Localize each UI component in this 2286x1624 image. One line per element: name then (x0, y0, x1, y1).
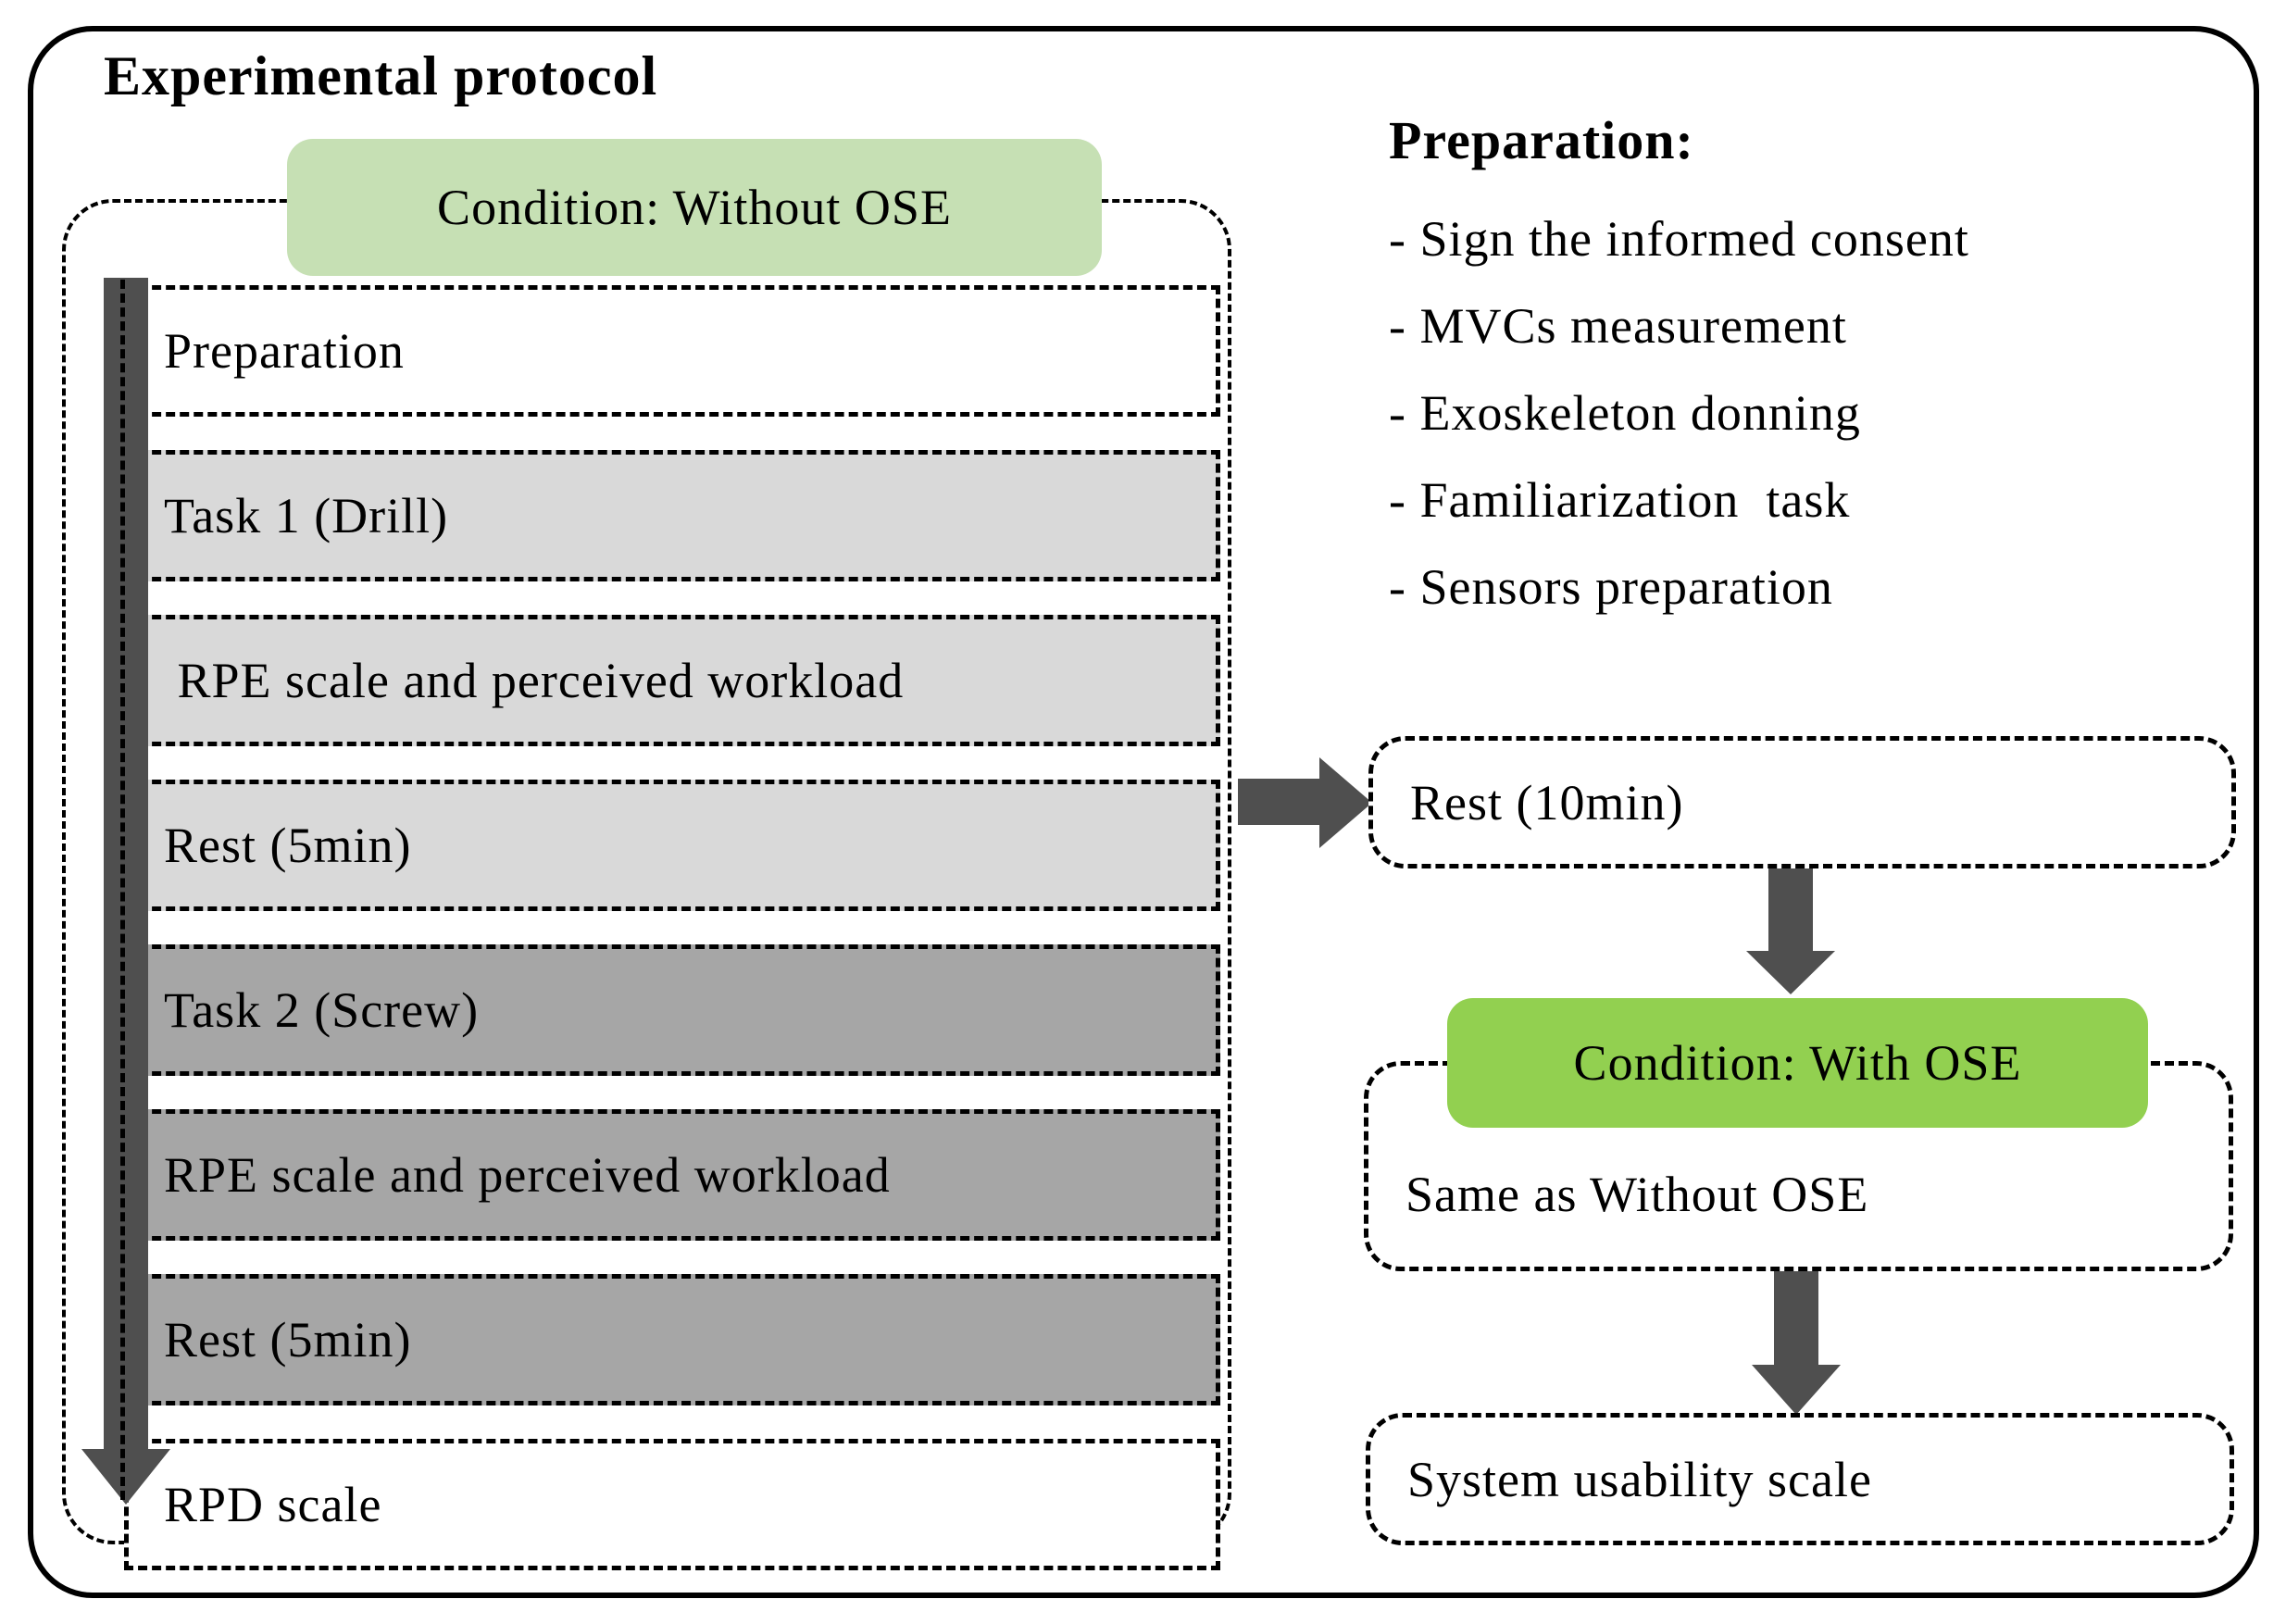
timeline-arrow-shaft (104, 278, 148, 1449)
timeline-dashed-line (120, 280, 125, 1500)
timeline-arrow-head-icon (81, 1449, 170, 1505)
down-arrow-1-head-icon (1746, 951, 1835, 994)
preparation-item-mvc: - MVCs measurement (1389, 298, 1847, 354)
preparation-item-donning: - Exoskeleton donning (1389, 385, 1861, 441)
step-label: Rest (5min) (164, 818, 412, 873)
rest-10min-text: Rest (10min) (1410, 774, 1684, 831)
condition-without-ose-text: Condition: Without OSE (437, 180, 952, 235)
protocol-step-task1-drill: Task 1 (Drill) (124, 450, 1220, 581)
figure-frame (28, 26, 2259, 1598)
protocol-step-preparation: Preparation (124, 285, 1220, 417)
same-as-without-ose-text: Same as Without OSE (1405, 1166, 1869, 1222)
step-label: Task 2 (Screw) (164, 982, 480, 1038)
rest-10min-box: Rest (10min) (1368, 736, 2236, 868)
figure-title: Experimental protocol (104, 45, 658, 106)
down-arrow-1-shaft (1768, 868, 1813, 952)
step-label: RPE scale and perceived workload (164, 1147, 891, 1203)
preparation-panel: Preparation: - Sign the informed consent… (1389, 109, 2282, 631)
protocol-step-list: Preparation Task 1 (Drill) RPE scale and… (124, 285, 1220, 1570)
protocol-step-rpd-scale: RPD scale (124, 1439, 1220, 1570)
step-label: Preparation (164, 323, 405, 379)
down-arrow-2-head-icon (1752, 1365, 1841, 1415)
preparation-heading: Preparation: (1389, 110, 1694, 170)
protocol-step-rest-5min-2: Rest (5min) (124, 1274, 1220, 1405)
system-usability-scale-text: System usability scale (1407, 1451, 1872, 1507)
preparation-item-sensors: - Sensors preparation (1389, 559, 1833, 615)
step-label: Task 1 (Drill) (164, 488, 449, 543)
preparation-item-familiarization: - Familiarization task (1389, 472, 1851, 528)
right-arrow-shaft (1238, 779, 1321, 825)
step-label: Rest (5min) (164, 1312, 412, 1368)
condition-with-ose-label: Condition: With OSE (1447, 998, 2148, 1128)
condition-without-ose-label: Condition: Without OSE (287, 139, 1102, 276)
down-arrow-2-shaft (1774, 1271, 1818, 1366)
protocol-step-rpe-workload-2: RPE scale and perceived workload (124, 1109, 1220, 1241)
condition-with-ose-text: Condition: With OSE (1573, 1035, 2022, 1091)
step-label: RPD scale (164, 1477, 382, 1532)
system-usability-scale-box: System usability scale (1366, 1413, 2234, 1545)
preparation-item-consent: - Sign the informed consent (1389, 211, 1969, 267)
step-label: RPE scale and perceived workload (164, 653, 905, 708)
protocol-step-rpe-workload-1: RPE scale and perceived workload (124, 615, 1220, 746)
right-arrow-head-icon (1319, 757, 1372, 848)
protocol-step-rest-5min-1: Rest (5min) (124, 780, 1220, 911)
protocol-step-task2-screw: Task 2 (Screw) (124, 944, 1220, 1076)
